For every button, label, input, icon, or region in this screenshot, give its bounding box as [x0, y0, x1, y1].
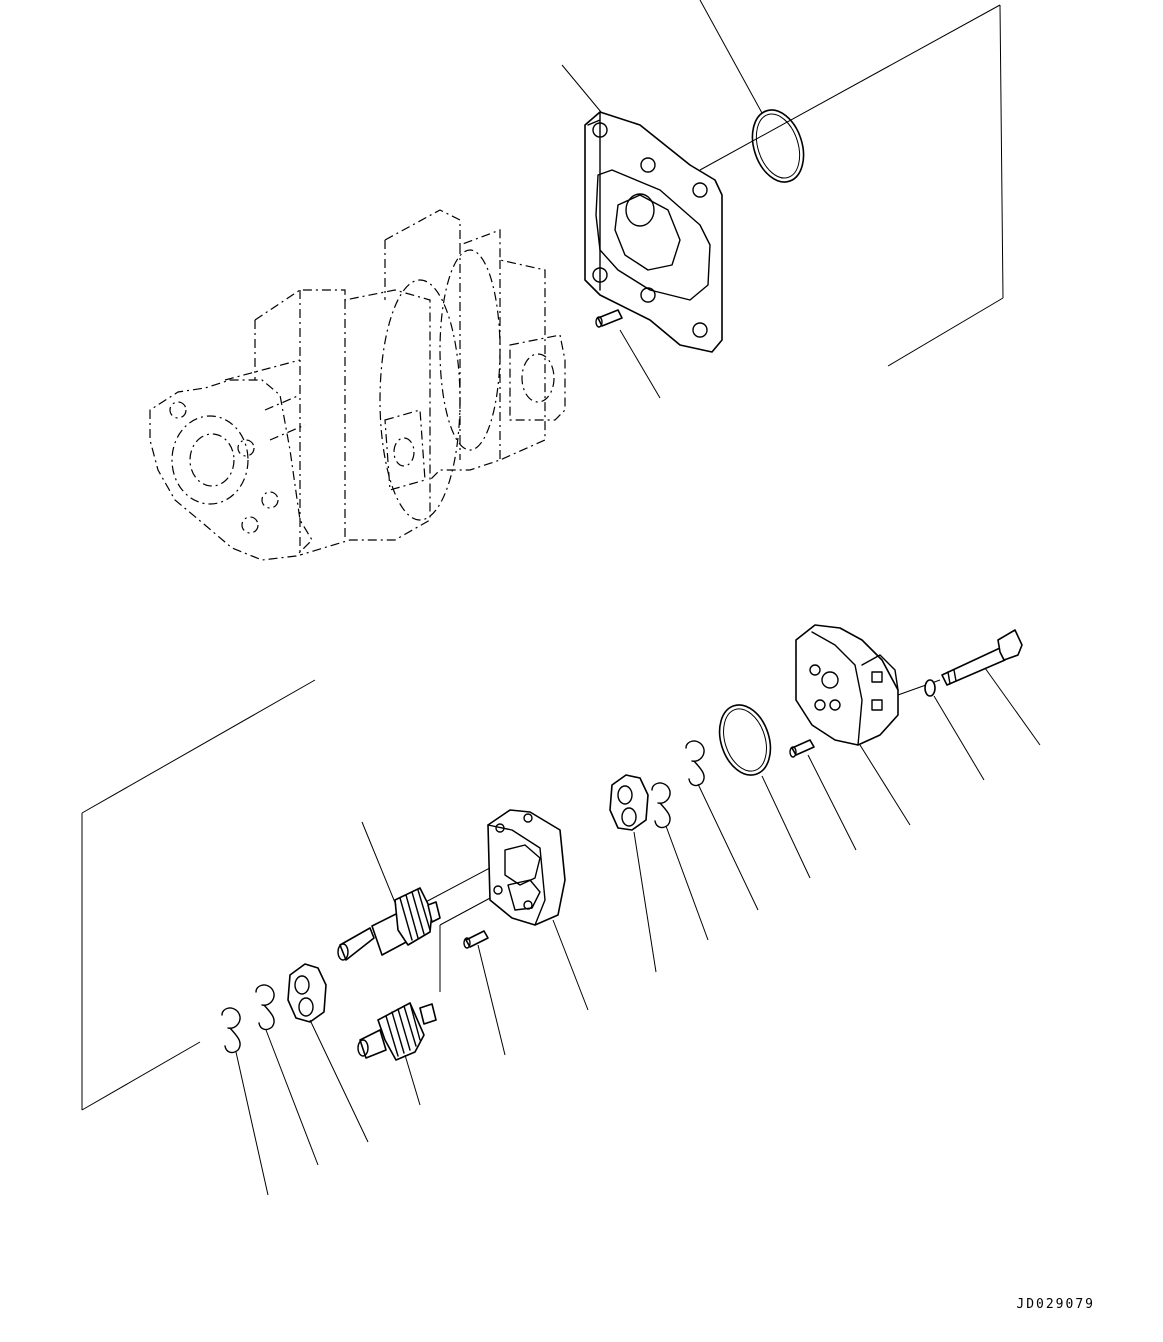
cover-plate [584, 111, 723, 353]
leader-driven-gear [404, 1054, 421, 1106]
end-cover [795, 624, 899, 746]
bushing-plate-left [287, 963, 327, 1023]
o-ring-top [751, 109, 805, 183]
seal-clip-right-1 [651, 782, 671, 829]
seal-clip-left-1 [221, 1007, 241, 1054]
leader-dowel-bottom [477, 944, 506, 1056]
seal-clip-left-2 [255, 984, 275, 1031]
drawing-id-label: JD029079 [1016, 1297, 1095, 1312]
driven-gear-shaft [357, 1002, 437, 1061]
dowel-pin-top [595, 309, 623, 328]
leader-dowel-top [619, 329, 661, 399]
leader-cover-plate [561, 64, 602, 113]
leader-o-ring-top [699, 0, 763, 114]
leader-clip-right-1 [665, 825, 709, 941]
axis-top [699, 4, 1001, 171]
leader-drive-gear [361, 821, 397, 906]
axis-bottom-left [81, 679, 316, 814]
leader-end-cover [859, 744, 911, 826]
leader-o-ring-bottom [761, 775, 811, 879]
leader-clip-left-2 [265, 1029, 319, 1166]
leader-clip-left-1 [235, 1051, 269, 1196]
dowel-pin-bottom [463, 930, 489, 949]
dowel-pin-right [789, 739, 815, 758]
leader-clip-right-2 [697, 783, 759, 911]
leader-bushing-left [309, 1019, 369, 1143]
o-ring-bottom [718, 704, 772, 776]
leader-bolt [984, 667, 1041, 746]
leader-gear-housing [552, 919, 589, 1011]
bolt [941, 629, 1023, 686]
leader-dowel-right [807, 754, 857, 851]
washer [924, 679, 936, 697]
gear-housing [487, 809, 566, 926]
drive-gear-shaft [337, 887, 441, 961]
leader-bushing-right [633, 831, 657, 973]
leader-washer [933, 695, 985, 781]
bushing-plate-right [609, 774, 649, 831]
seal-clip-right-2 [685, 740, 705, 787]
pump-assembly-phantom [149, 209, 566, 561]
